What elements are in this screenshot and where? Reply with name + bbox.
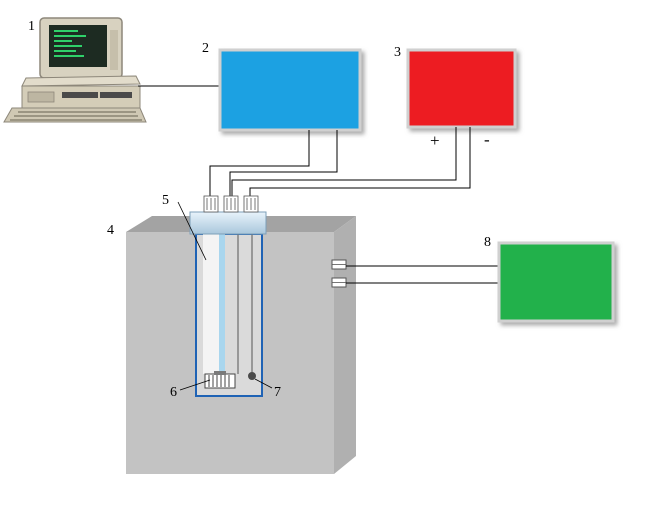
cap-connectors — [203, 195, 259, 213]
label-green-unit: 8 — [484, 235, 491, 250]
label-blue-unit: 2 — [202, 41, 209, 56]
leader-sample — [179, 379, 211, 391]
computer-icon — [3, 17, 147, 123]
label-probe: 7 — [274, 385, 281, 400]
label-computer: 1 — [28, 19, 35, 34]
blue-unit-box — [218, 48, 362, 132]
minus-terminal-label: - — [484, 130, 490, 149]
label-red-unit: 3 — [394, 45, 401, 60]
immersion-tube — [195, 233, 263, 397]
wires-blue-unit — [209, 130, 338, 196]
label-tube: 5 — [162, 193, 169, 208]
label-sample: 6 — [170, 385, 177, 400]
sample-holder — [204, 371, 236, 389]
green-unit-box — [497, 241, 615, 323]
red-power-supply-box — [406, 48, 517, 129]
probe-dot — [248, 372, 256, 380]
tank-ports — [331, 259, 347, 288]
plus-terminal-label: + — [430, 131, 440, 150]
tube-cap — [189, 211, 267, 235]
label-tank: 4 — [107, 223, 114, 238]
leader-probe — [254, 378, 273, 389]
leader-tube — [177, 201, 207, 261]
cables-to-green-unit — [346, 265, 498, 284]
wires-red-unit — [231, 127, 471, 196]
